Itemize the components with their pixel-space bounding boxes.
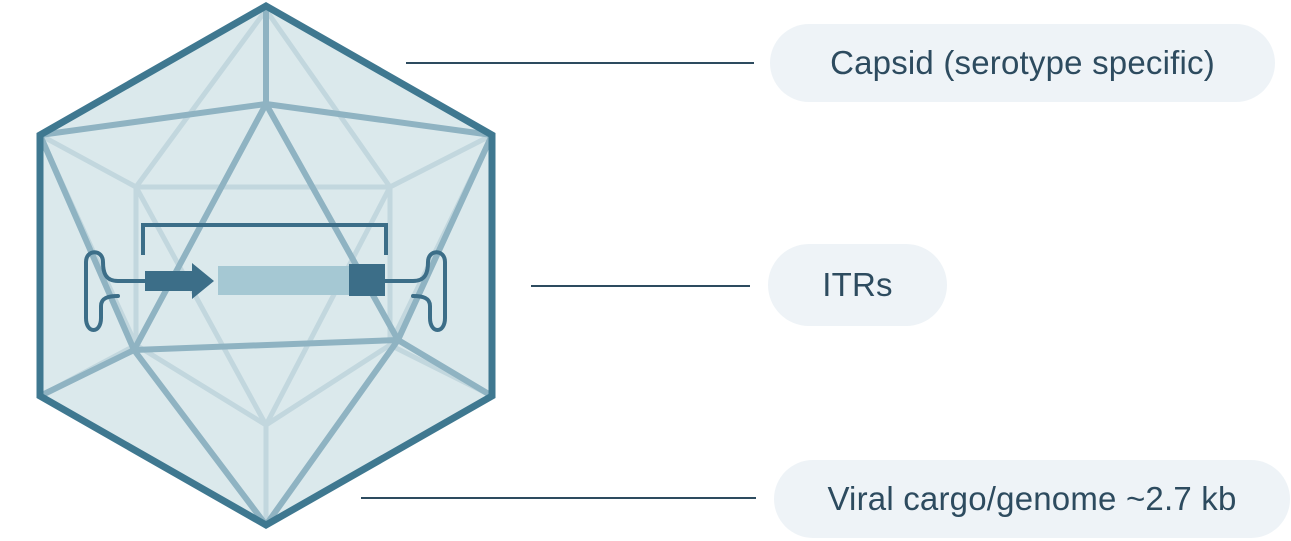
capsid-label: Capsid (serotype specific) (770, 24, 1275, 102)
capsid-outline (36, 1, 496, 530)
capsid-body (40, 6, 492, 525)
terminator-block (349, 264, 385, 296)
cargo-bracket (141, 223, 388, 255)
promoter-arrow (145, 263, 214, 299)
transgene-block (218, 266, 350, 295)
itr-left (84, 250, 148, 332)
itrs-label: ITRs (768, 244, 947, 326)
viral-genome (84, 223, 447, 332)
itr-right (383, 250, 447, 332)
viral-cargo-label: Viral cargo/genome ~2.7 kb (774, 460, 1290, 538)
